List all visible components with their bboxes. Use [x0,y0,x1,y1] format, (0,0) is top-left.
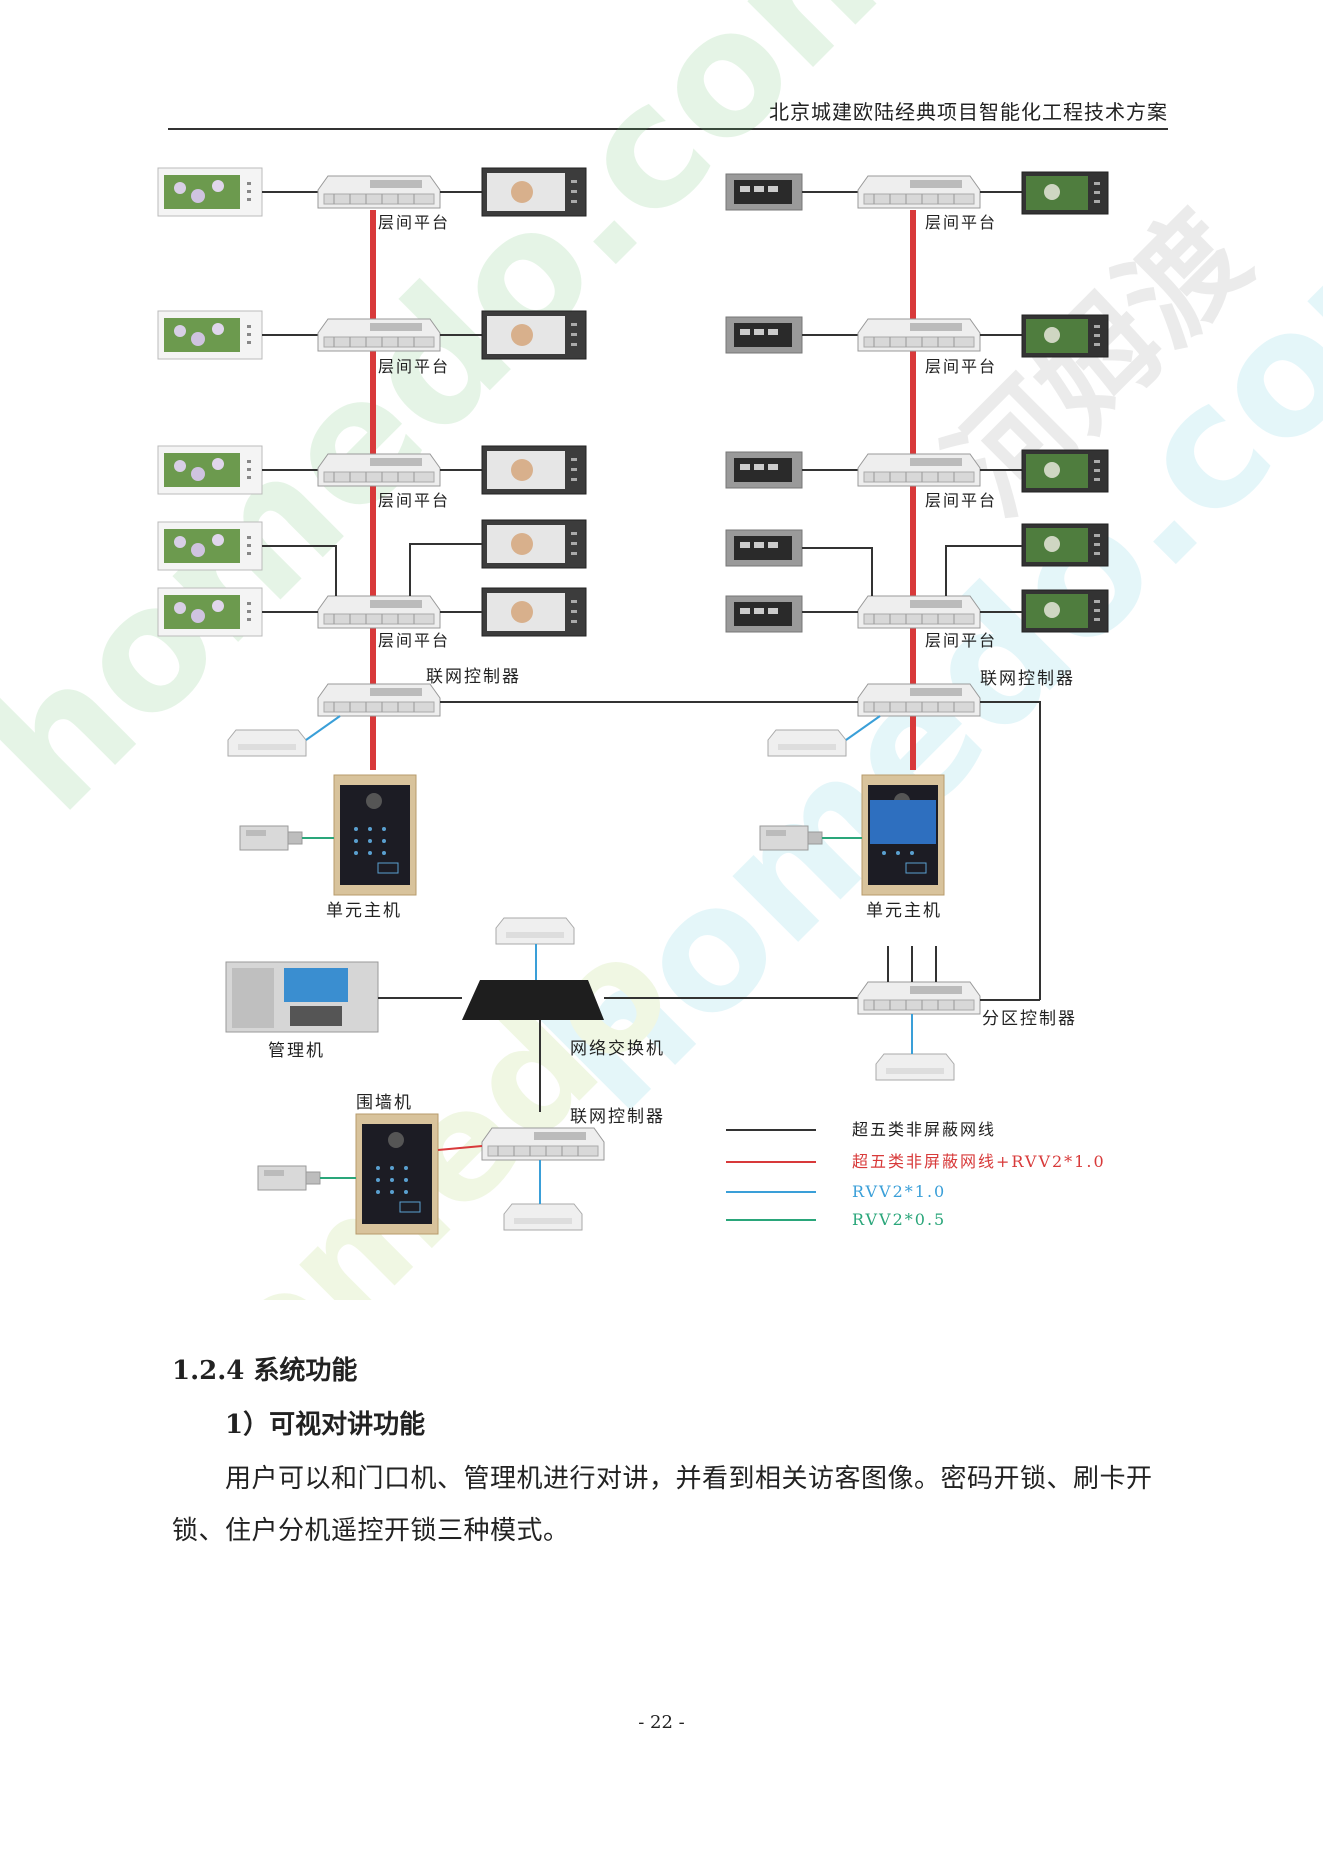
network-controller-label-left: 联网控制器 [426,667,521,687]
body-text-line-1: 用户可以和门口机、管理机进行对讲，并看到相关访客图像。密码开锁、刷卡开 [225,1464,1153,1494]
floor-label: 层间平台 [925,213,997,232]
right-floor-2: 层间平台 [725,314,1109,376]
floor-label: 层间平台 [378,631,450,650]
floor-label: 层间平台 [378,213,450,232]
legend: 超五类非屏蔽网线 超五类非屏蔽网线+RVV2*1.0 RVV2*1.0 RVV2… [726,1120,1106,1229]
management-machine [225,961,379,1033]
legend-item: 超五类非屏蔽网线+RVV2*1.0 [852,1152,1106,1171]
header-title: 北京城建欧陆经典项目智能化工程技术方案 [769,100,1168,124]
floor-label: 层间平台 [925,631,997,650]
floor-label: 层间平台 [925,491,997,510]
legend-item: RVV2*0.5 [852,1210,946,1229]
zone-controller-label: 分区控制器 [982,1009,1077,1029]
page-number: - 22 - [638,1712,685,1733]
unit-host-label-right: 单元主机 [866,901,942,921]
legend-item: RVV2*1.0 [852,1182,946,1201]
wall-unit-label: 围墙机 [356,1093,413,1113]
floor-label: 层间平台 [925,357,997,376]
right-floor-1: 层间平台 [725,171,1109,232]
left-floor-3: 层间平台 [157,445,587,510]
intercom-system-diagram: homedo.com homedo.com homedo 河姆渡 层间平台 层间… [0,0,1323,1300]
floor-label: 层间平台 [378,491,450,510]
sub-heading: 1）可视对讲功能 [225,1410,426,1440]
page-header: 北京城建欧陆经典项目智能化工程技术方案 [168,90,1168,130]
management-label: 管理机 [268,1041,325,1061]
switch-label: 网络交换机 [570,1039,665,1059]
section-heading: 1.2.4 系统功能 [172,1356,358,1386]
network-controller-label-right: 联网控制器 [980,669,1075,689]
network-switch [462,980,604,1020]
right-floor-3: 层间平台 [725,449,1109,510]
left-floor-4: 层间平台 [157,519,587,650]
network-controller-label-bottom: 联网控制器 [570,1107,665,1127]
left-floor-1: 层间平台 [157,167,587,232]
left-floor-2: 层间平台 [157,310,587,376]
body-text-line-2: 锁、住户分机遥控开锁三种模式。 [172,1516,570,1546]
unit-host-label-left: 单元主机 [326,901,402,921]
right-floor-4: 层间平台 [725,523,1109,650]
legend-item: 超五类非屏蔽网线 [852,1120,996,1139]
floor-label: 层间平台 [378,357,450,376]
